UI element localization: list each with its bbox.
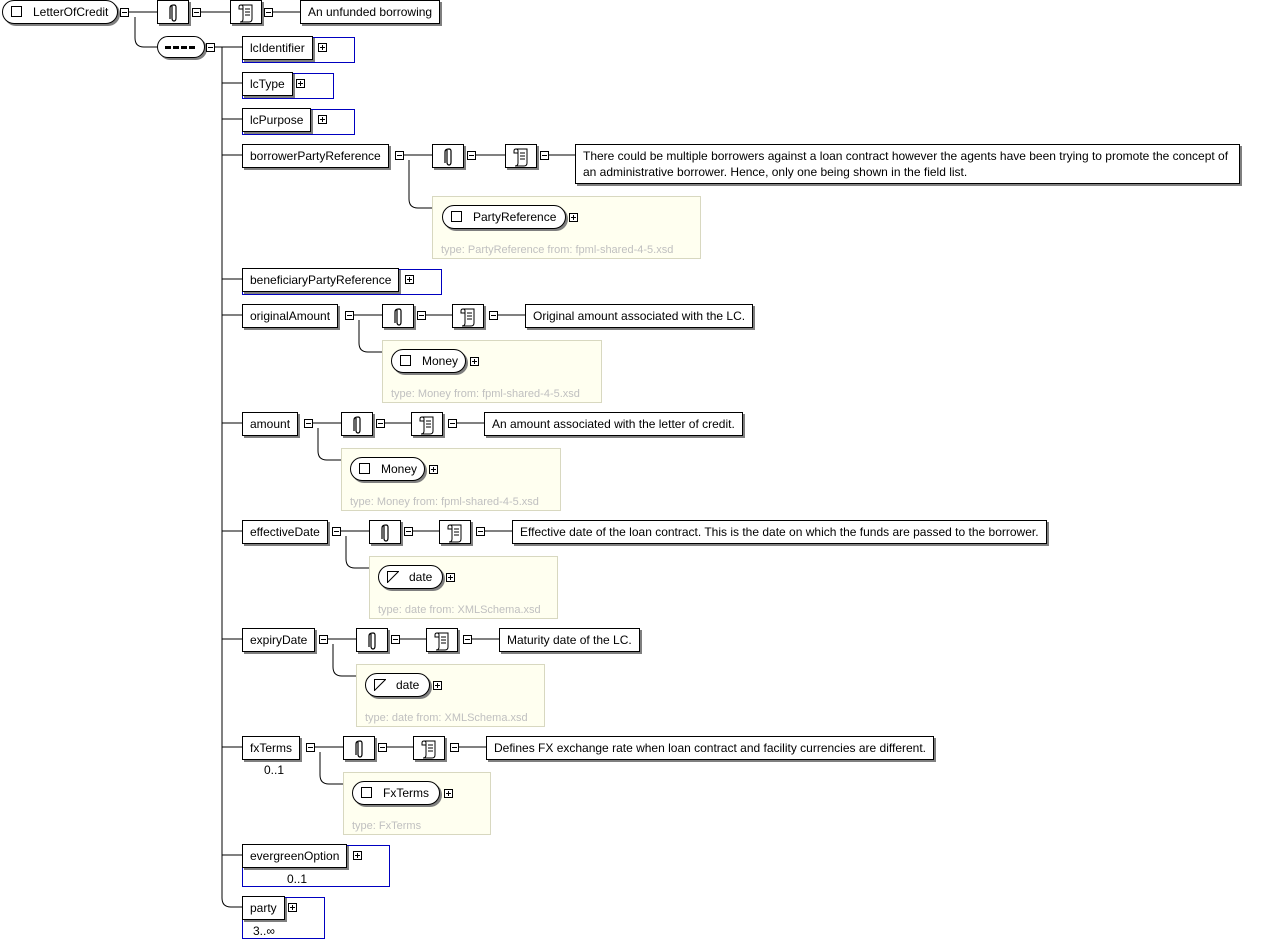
collapse-toggle[interactable] [540,151,549,160]
element-evergreenoption[interactable]: evergreenOption [242,844,348,868]
element-icon [11,6,22,17]
originalamount-documentation: Original amount associated with the LC. [525,304,754,328]
collapse-toggle[interactable] [417,311,426,320]
expirydate-documentation: Maturity date of the LC. [499,628,640,652]
fxterms-documentation: Defines FX exchange rate when loan contr… [486,736,935,760]
attachment-icon [356,628,388,652]
collapse-toggle[interactable] [378,743,387,752]
expand-toggle[interactable] [470,357,479,366]
complex-type-icon [451,211,462,222]
element-lcpurpose[interactable]: lcPurpose [242,108,312,132]
type-money[interactable]: Money [391,349,466,373]
root-element-letterofcredit[interactable]: LetterOfCredit [2,0,118,24]
expand-toggle[interactable] [433,681,442,690]
collapse-toggle[interactable] [345,311,354,320]
root-documentation: An unfunded borrowing [300,0,441,24]
collapse-toggle[interactable] [448,419,457,428]
element-fxterms[interactable]: fxTerms [242,736,300,760]
amount-documentation: An amount associated with the letter of … [484,412,743,436]
borrowerpartyreference-documentation: There could be multiple borrowers agains… [575,144,1240,184]
collapse-toggle[interactable] [404,527,413,536]
expand-toggle[interactable] [446,573,455,582]
expand-toggle[interactable] [569,213,578,222]
simple-type-icon [387,571,399,583]
documentation-icon [411,412,443,436]
collapse-toggle[interactable] [391,635,400,644]
element-originalamount[interactable]: originalAmount [242,304,339,328]
collapse-toggle[interactable] [120,8,129,17]
expand-toggle[interactable] [318,43,327,52]
collapse-toggle[interactable] [264,8,273,17]
element-effectivedate[interactable]: effectiveDate [242,520,328,544]
effectivedate-documentation: Effective date of the loan contract. Thi… [512,520,1047,544]
type-money[interactable]: Money [350,457,425,481]
collapse-toggle[interactable] [450,743,459,752]
element-lcidentifier[interactable]: lcIdentifier [242,36,313,60]
element-amount[interactable]: amount [242,412,299,436]
expand-toggle[interactable] [318,115,327,124]
collapse-toggle[interactable] [192,8,201,17]
expand-toggle[interactable] [288,903,297,912]
element-beneficiarypartyreference[interactable]: beneficiaryPartyReference [242,268,400,292]
attachment-icon [343,736,375,760]
cardinality-label: 0..1 [287,872,308,886]
documentation-icon [426,628,458,652]
documentation-icon [505,144,537,168]
collapse-toggle[interactable] [395,151,404,160]
type-date[interactable]: date [378,565,443,589]
documentation-icon [413,736,445,760]
sequence-icon [165,46,197,49]
documentation-icon [452,304,484,328]
collapse-toggle[interactable] [332,527,341,536]
type-partyreference[interactable]: PartyReference [442,205,566,229]
complex-type-icon [359,463,370,474]
complex-type-icon [400,355,411,366]
collapse-toggle[interactable] [467,151,476,160]
sequence-compositor[interactable] [157,36,205,58]
attachment-icon [369,520,401,544]
complex-type-icon [361,787,372,798]
type-date[interactable]: date [365,673,430,697]
collapse-toggle[interactable] [463,635,472,644]
simple-type-icon [374,679,386,691]
attachment-icon [432,144,464,168]
expand-toggle[interactable] [405,275,414,284]
element-borrowerpartyreference[interactable]: borrowerPartyReference [242,144,389,168]
attachment-icon [382,304,414,328]
collapse-toggle[interactable] [489,311,498,320]
expand-toggle[interactable] [353,851,362,860]
element-expirydate[interactable]: expiryDate [242,628,316,652]
collapse-toggle[interactable] [206,43,215,52]
cardinality-label: 3..∞ [253,924,275,938]
attachment-icon [157,0,189,24]
type-fxterms[interactable]: FxTerms [352,781,440,805]
expand-toggle[interactable] [444,789,453,798]
documentation-icon [439,520,471,544]
collapse-toggle[interactable] [376,419,385,428]
expand-toggle[interactable] [429,465,438,474]
element-lctype[interactable]: lcType [242,72,293,96]
documentation-icon [230,0,262,24]
cardinality-label: 0..1 [264,763,285,777]
attachment-icon [341,412,373,436]
expand-toggle[interactable] [296,79,305,88]
element-party[interactable]: party [242,896,285,920]
collapse-toggle[interactable] [319,635,328,644]
collapse-toggle[interactable] [306,743,315,752]
collapse-toggle[interactable] [476,527,485,536]
collapse-toggle[interactable] [304,419,313,428]
